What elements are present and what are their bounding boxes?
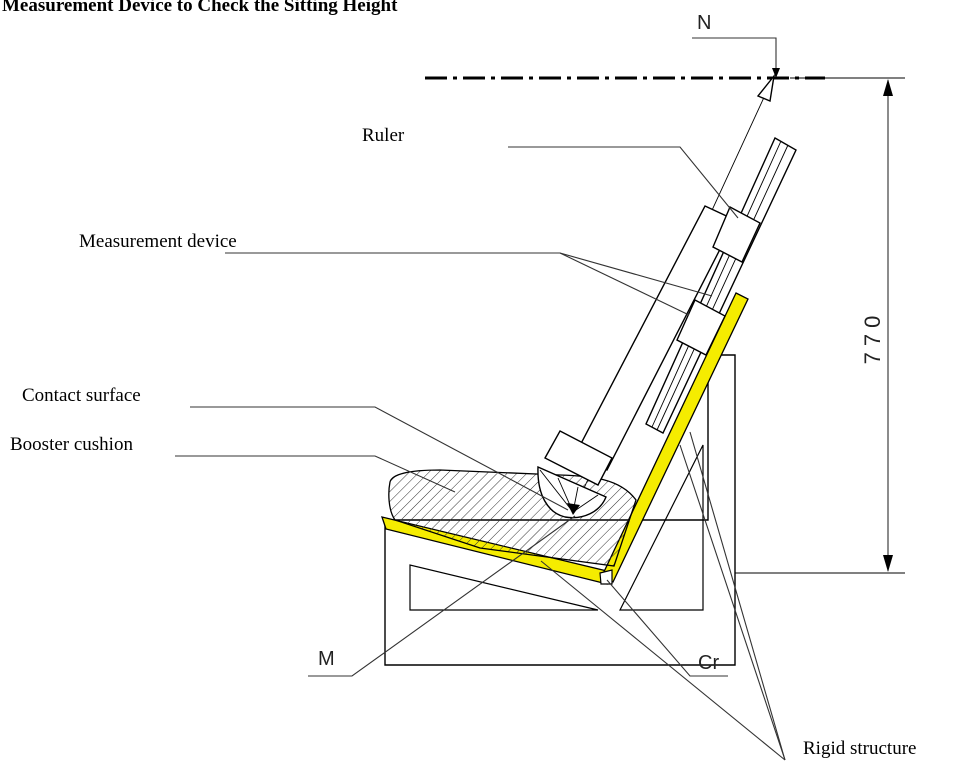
- device-leader-2: [559, 252, 690, 316]
- ruler-inner-2: [656, 144, 789, 431]
- cushion-leader: [175, 455, 456, 493]
- rigid-leader-frame: [689, 431, 786, 761]
- hinge-point-cr: [599, 569, 613, 585]
- slider-upper: [712, 206, 761, 263]
- dim-arrow-bottom: [883, 555, 893, 572]
- device-head: [544, 430, 613, 486]
- label-m: M: [318, 648, 335, 670]
- ruler-inner-1: [651, 140, 782, 428]
- axis-arrow-head: [756, 73, 776, 102]
- rigid-leader-seat: [540, 560, 786, 761]
- device-leader-1: [559, 252, 713, 297]
- label-ruler: Ruler: [362, 125, 405, 146]
- label-measurement-device: Measurement device: [79, 231, 237, 252]
- label-n: N: [697, 12, 711, 34]
- probe-ray-4: [572, 494, 599, 513]
- label-rigid-structure: Rigid structure: [803, 738, 916, 759]
- device-sleeve: [574, 205, 736, 471]
- cr-leader: [606, 579, 728, 677]
- n-arrow-head: [772, 68, 780, 78]
- base-cutout-left: [409, 564, 599, 611]
- figure-title: Measurement Device to Check the Sitting …: [2, 0, 398, 16]
- label-contact-surface: Contact surface: [22, 385, 141, 406]
- n-leader: [692, 37, 777, 72]
- label-booster-cushion: Booster cushion: [10, 434, 133, 455]
- probe-ray-1: [539, 469, 574, 513]
- label-cr: Cr: [698, 652, 719, 674]
- contact-probe: [537, 465, 607, 519]
- slider-lower: [676, 299, 726, 356]
- m-leader: [308, 515, 576, 677]
- contact-point: [567, 503, 580, 515]
- rigid-structure-back: [601, 292, 749, 583]
- ruler-leader: [508, 146, 739, 219]
- dimension-value: 770: [860, 310, 885, 365]
- dim-arrow-top: [883, 79, 893, 96]
- rigid-leader-back: [679, 444, 786, 761]
- contact-leader: [190, 406, 569, 511]
- base-cutout-right: [619, 444, 704, 611]
